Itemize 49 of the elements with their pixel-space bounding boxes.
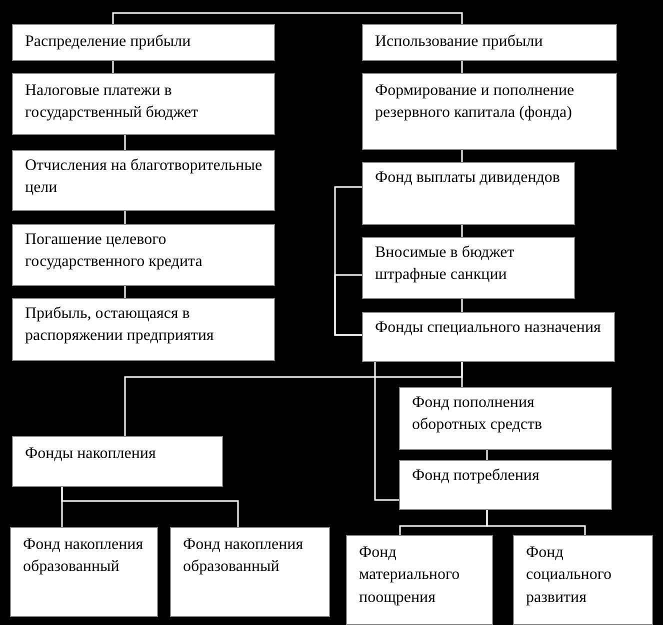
connector-line <box>124 211 126 224</box>
box-label: Вносимые в бюджет штрафные санкции <box>375 243 516 286</box>
process-box <box>10 527 158 617</box>
process-box <box>12 298 275 361</box>
box-label: Распределение прибыли <box>25 32 192 52</box>
process-box <box>362 312 615 362</box>
box-label: Фонд материального поощрения <box>359 543 461 608</box>
connector-line <box>486 510 586 535</box>
process-box <box>362 73 617 150</box>
box-label: Отчисления на благотворительные цели <box>25 156 264 198</box>
process-box <box>362 162 575 225</box>
connector-line <box>124 286 126 298</box>
process-box <box>12 73 275 135</box>
process-box <box>513 535 653 625</box>
process-box <box>12 224 275 286</box>
box-label: Формирование и пополнение резервного капитала (фонда) <box>375 81 576 124</box>
connector-line <box>334 274 362 336</box>
process-box <box>12 150 275 211</box>
process-box <box>362 237 575 299</box>
connector-line <box>124 362 463 436</box>
connector-line <box>374 362 399 501</box>
box-label: Прибыль, остающаяся в распоряжении предприятия <box>25 304 215 346</box>
process-box <box>12 436 223 487</box>
connector-line <box>461 299 463 312</box>
process-box <box>362 24 617 61</box>
box-label: Фонд пополнения оборотных средств <box>412 393 544 436</box>
connector-line <box>112 61 114 73</box>
box-label: Фонд накопления образованный <box>183 535 304 578</box>
box-label: Фонд накопления образованный <box>23 535 144 578</box>
connector-line <box>486 450 488 460</box>
box-label: Фонды накопления <box>25 444 157 464</box>
connector-line <box>461 150 463 162</box>
box-label: Погашение целевого государственного кредита <box>25 230 204 272</box>
process-box <box>346 535 493 625</box>
connector-line <box>461 225 463 237</box>
process-box <box>170 527 330 617</box>
connector-line <box>124 135 126 150</box>
process-box <box>399 460 612 510</box>
process-box <box>399 387 612 450</box>
box-label: Фонд выплаты дивидендов <box>375 168 561 188</box>
box-label: Фонд социального развития <box>526 543 612 608</box>
connector-line <box>112 12 463 24</box>
connector-line <box>461 61 463 73</box>
box-label: Фонды специального назначения <box>375 318 602 338</box>
process-box <box>12 24 275 61</box>
box-label: Использование прибыли <box>375 32 544 52</box>
connector-line <box>61 487 239 527</box>
box-label: Фонд потребления <box>412 466 540 486</box>
box-label: Налоговые платежи в государственный бюджет <box>25 81 200 124</box>
